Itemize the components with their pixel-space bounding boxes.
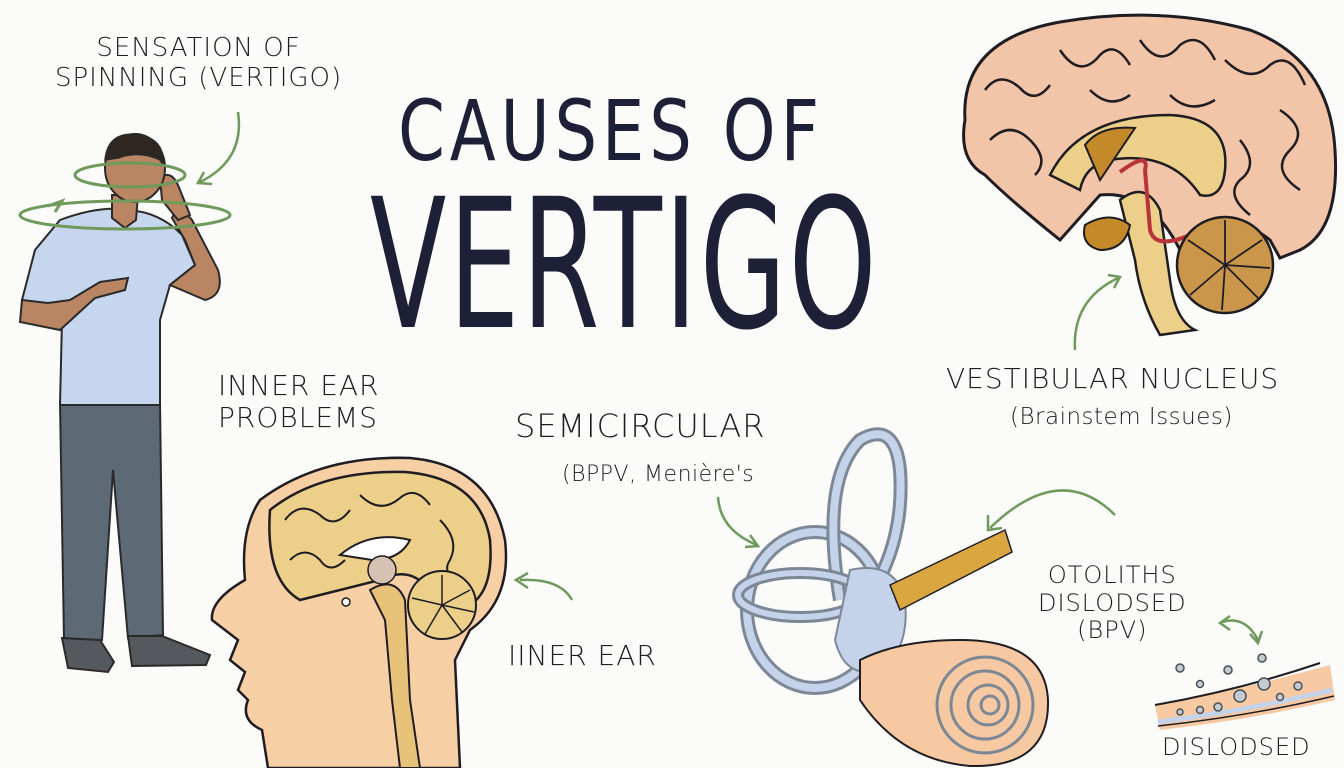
label-inner-ear-problems: INNER EAR PROBLEMS (218, 369, 380, 435)
label-inner-ear: IINER EAR (508, 639, 657, 672)
label-otoliths-dislodsed: OTOLITHS DISLODSED (BPV) (1038, 561, 1187, 645)
label-semicircular-sub: (BPPV, Menière's (562, 462, 755, 487)
title-vertigo: VERTIGO (370, 161, 880, 370)
brain-illustration (962, 13, 1338, 351)
label-semicircular: SEMICIRCULAR (515, 407, 766, 445)
inner-ear-illustration (716, 427, 1116, 768)
label-dislodsed: DISLODSED (1162, 733, 1311, 761)
person-illustration (18, 111, 241, 674)
label-brainstem-issues: (Brainstem Issues) (1010, 404, 1233, 430)
title-causes-of: CAUSES OF (398, 82, 824, 180)
label-sensation-of-spinning: SENSATION OF SPINNING (VERTIGO) (55, 33, 343, 93)
otolith-canal-illustration (1154, 614, 1335, 730)
label-vestibular-nucleus: VESTIBULAR NUCLEUS (946, 362, 1280, 395)
head-illustration (210, 456, 574, 768)
